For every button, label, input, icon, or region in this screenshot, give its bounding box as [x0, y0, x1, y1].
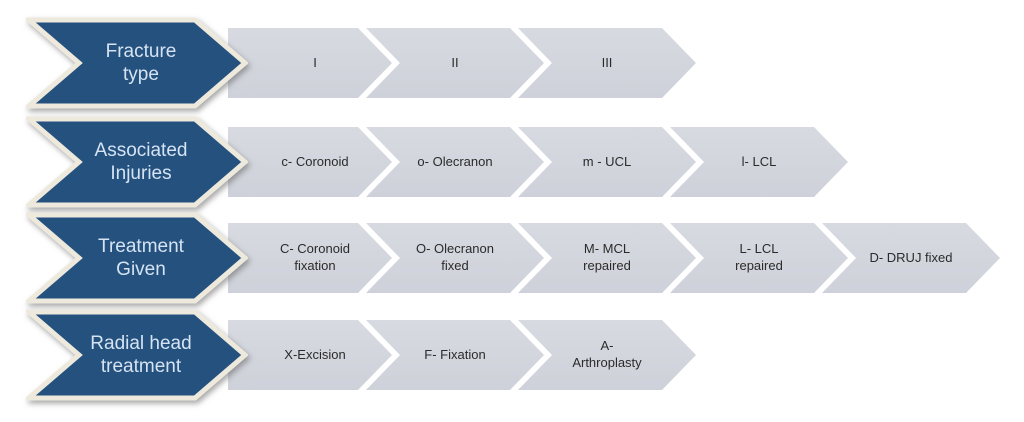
chevron-segment: O- Olecranon fixed [366, 223, 544, 293]
row-header-label: Treatment Given [98, 235, 184, 280]
chevron-segment: c- Coronoid [228, 127, 392, 197]
chevron-arrow-shape [26, 309, 248, 401]
chevron-segment: F- Fixation [366, 320, 544, 390]
chevron-segment-label: L- LCL repaired [735, 241, 783, 273]
chevron-segment: I [228, 28, 392, 98]
chevron-segment-label: C- Coronoid fixation [279, 241, 351, 273]
chevron-segment-label: c- Coronoid [281, 153, 349, 169]
chevron-arrow-shape [26, 212, 248, 304]
chevron-segment-label: F- Fixation [424, 346, 486, 362]
row-header-label: Radial head treatment [90, 332, 192, 377]
chevron-segment: C- Coronoid fixation [228, 223, 392, 293]
row-header-label: Associated Injuries [94, 139, 188, 184]
chevron-segment-label: m - UCL [582, 153, 632, 169]
chevron-segment-label: O- Olecranon fixed [415, 241, 495, 273]
chevron-arrow-shape [26, 116, 248, 208]
chevron-band: C- Coronoid fixation O- Olecranon fixed … [228, 223, 1024, 293]
chevron-arrow-shape [26, 17, 248, 109]
chevron-band: X-Excision F- Fixation A- Arthroplasty [228, 320, 1024, 390]
chevron-segment-label: M- MCL repaired [583, 241, 631, 273]
chevron-segment-label: D- DRUJ fixed [869, 249, 953, 265]
row-header-arrow: Fracture type [26, 17, 248, 109]
row-header-arrow: Treatment Given [26, 212, 248, 304]
chevron-segment: M- MCL repaired [518, 223, 696, 293]
row-header-arrow: Associated Injuries [26, 116, 248, 208]
diagram-row-treatment-given: C- Coronoid fixation O- Olecranon fixed … [0, 212, 1024, 304]
chevron-segment: m - UCL [518, 127, 696, 197]
diagram-row-associated-injuries: c- Coronoid o- Olecranon m - UCL l- LCL … [0, 116, 1024, 208]
chevron-band: c- Coronoid o- Olecranon m - UCL l- LCL [228, 127, 1024, 197]
chevron-segment-label: III [601, 54, 613, 70]
chevron-segment: D- DRUJ fixed [822, 223, 1000, 293]
chevron-segment: A- Arthroplasty [518, 320, 696, 390]
diagram-row-radial-head-treatment: X-Excision F- Fixation A- Arthroplasty R… [0, 309, 1024, 401]
chevron-segment: III [518, 28, 696, 98]
chevron-band: I II III [228, 28, 1024, 98]
row-header-arrow: Radial head treatment [26, 309, 248, 401]
chevron-segment-label: o- Olecranon [417, 153, 493, 169]
diagram-row-fracture-type: I II III Fracture type [0, 17, 1024, 109]
chevron-segment: X-Excision [228, 320, 392, 390]
chevron-segment: l- LCL [670, 127, 848, 197]
chevron-segment-label: I [313, 54, 317, 70]
chevron-segment-label: X-Excision [284, 346, 346, 362]
row-header-label: Fracture type [105, 40, 177, 85]
chevron-segment-label: l- LCL [741, 153, 777, 169]
chevron-segment: o- Olecranon [366, 127, 544, 197]
chevron-segment-label: II [451, 54, 459, 70]
chevron-segment-label: A- Arthroplasty [572, 338, 642, 370]
chevron-segment: L- LCL repaired [670, 223, 848, 293]
chevron-segment: II [366, 28, 544, 98]
